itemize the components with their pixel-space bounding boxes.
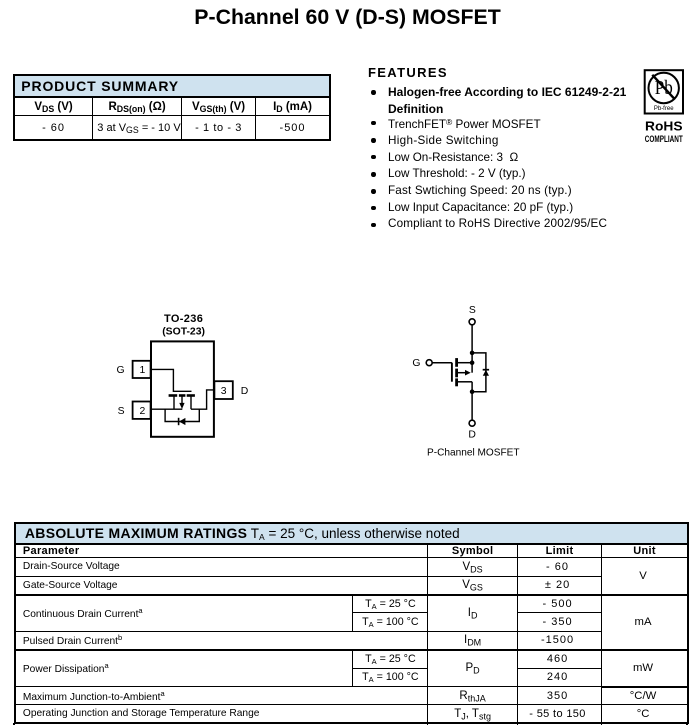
- svg-text:G: G: [412, 358, 420, 369]
- svg-text:3: 3: [221, 386, 227, 397]
- svg-text:Pb-free: Pb-free: [654, 105, 674, 112]
- svg-text:1: 1: [140, 365, 146, 376]
- svg-text:RoHS: RoHS: [645, 118, 683, 133]
- svg-text:2: 2: [140, 406, 146, 417]
- svg-text:Pb: Pb: [655, 77, 673, 99]
- svg-text:G: G: [117, 365, 125, 376]
- svg-text:TO-236: TO-236: [164, 313, 203, 325]
- svg-text:COMPLIANT: COMPLIANT: [645, 134, 683, 144]
- svg-text:P-Channel MOSFET: P-Channel MOSFET: [427, 447, 520, 458]
- svg-text:S: S: [469, 305, 476, 316]
- svg-text:(SOT-23): (SOT-23): [162, 327, 205, 338]
- svg-text:S: S: [118, 406, 125, 417]
- svg-text:D: D: [241, 386, 249, 397]
- svg-text:D: D: [468, 430, 476, 441]
